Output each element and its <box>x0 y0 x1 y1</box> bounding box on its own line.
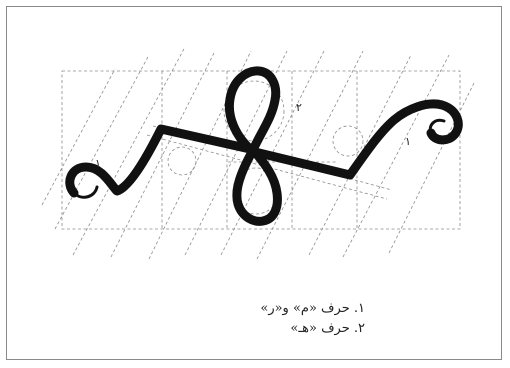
marker-middle: ٢ <box>296 101 302 114</box>
caption-list: ١. حرف «م» و«ر» ٢. حرف «هـ» <box>260 299 365 339</box>
caption-line-2: ٢. حرف «هـ» <box>260 319 365 339</box>
guide-circle-left <box>168 147 196 175</box>
guide-diagonal <box>111 51 215 257</box>
caption-line-1: ١. حرف «م» و«ر» <box>260 299 365 319</box>
guide-diagonal <box>42 69 115 205</box>
marker-left: ١ <box>95 157 101 170</box>
calligraphy-strokes <box>70 71 459 221</box>
marker-right: ١ <box>405 135 411 148</box>
guide-diagonal <box>55 55 149 229</box>
guide-diagonal <box>73 47 185 255</box>
calligraphy-diagram: ١ ٢ ١ <box>7 7 503 361</box>
guide-circle-right <box>333 126 363 156</box>
figure-frame: ١ ٢ ١ ١. حرف «م» و«ر» ٢. حرف «هـ» <box>6 6 502 360</box>
